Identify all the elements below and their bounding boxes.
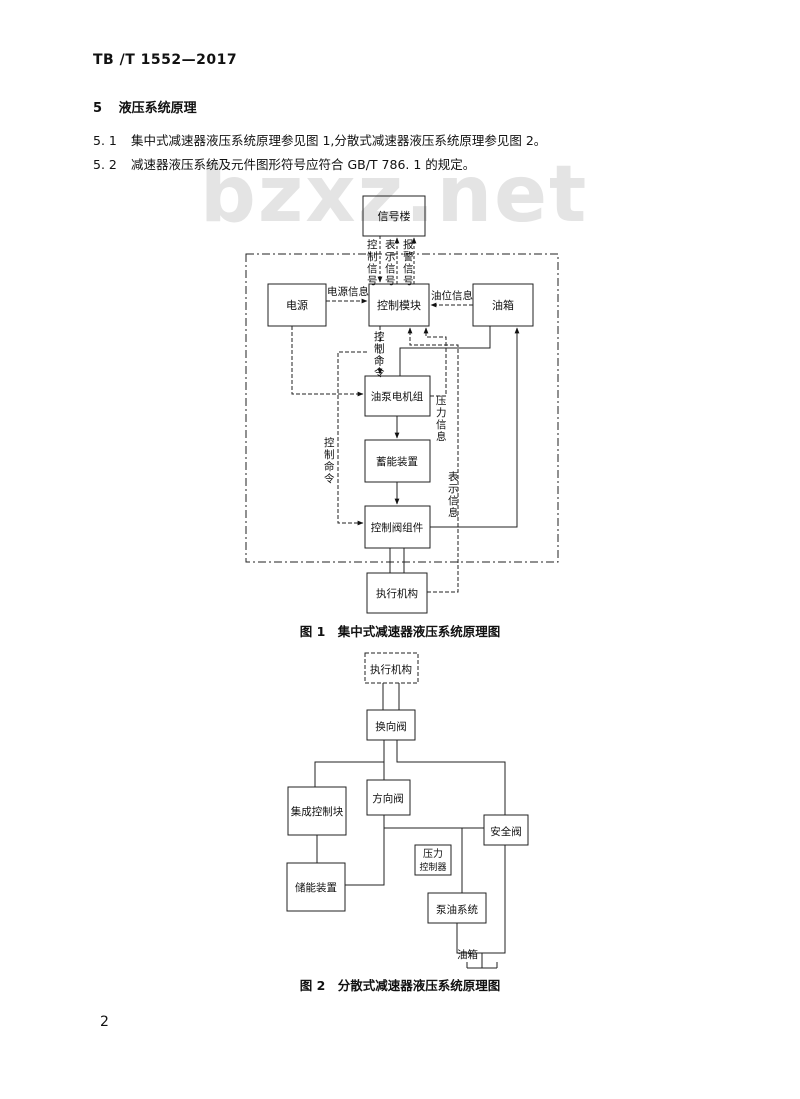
signal-building-box [362, 195, 426, 237]
accumulator-label: 蓄能装置 [376, 455, 418, 468]
valve-assembly-label: 控制阀组件 [371, 521, 424, 534]
oil-tank-label: 油箱 [492, 298, 514, 312]
power-box [267, 283, 327, 327]
figure-2-caption: 图 2 分散式减速器液压系统原理图 [300, 978, 501, 993]
pressure-info-label: 压力信息 [436, 395, 447, 443]
power-info-label: 电源信息 [327, 285, 369, 298]
directional-valve-label: 方向阀 [372, 792, 404, 805]
paragraph-number: 5. 1 [93, 133, 117, 148]
paragraph-number: 5. 2 [93, 157, 117, 172]
indication-signal-label: 表示信号 [385, 238, 396, 287]
control-module-box [368, 283, 430, 327]
actuator-label: 执行机构 [376, 587, 418, 600]
power-label: 电源 [286, 298, 308, 312]
pump-system-label: 泵油系统 [436, 903, 478, 916]
storage-device-box [286, 862, 346, 912]
reversing-valve-label: 换向阀 [375, 720, 407, 733]
signal-building-label: 信号楼 [378, 209, 411, 223]
paragraph-text: 减速器液压系统及元件图形符号应符合 GB/T 786. 1 的规定。 [130, 157, 476, 172]
directional-valve-box [366, 779, 411, 816]
storage-device-label: 储能装置 [295, 881, 337, 894]
control-signal-label: 控制信号 [367, 238, 378, 287]
reversing-valve-box [366, 709, 416, 741]
safety-valve-label: 安全阀 [490, 825, 522, 838]
alarm-signal-label: 报警信号 [403, 238, 414, 287]
pressure-controller-label-2: 控制器 [419, 861, 446, 873]
section-heading: 5 液压系统原理 [93, 97, 197, 116]
f2-oil-tank-label: 油箱 [457, 948, 478, 961]
actuator-box [366, 572, 428, 614]
system-boundary-frame [245, 253, 559, 563]
control-command-label-a: 控制命令 [374, 330, 385, 379]
section-title: 液压系统原理 [118, 101, 197, 116]
control-module-label: 控制模块 [377, 298, 421, 312]
f2-actuator-label: 执行机构 [370, 663, 412, 676]
integrated-block-label: 集成控制块 [291, 805, 344, 818]
section-number: 5 [93, 101, 103, 116]
pump-motor-label: 油泵电机组 [371, 390, 424, 403]
page-number: 2 [100, 1014, 109, 1030]
paragraph-text: 集中式减速器液压系统原理参见图 1,分散式减速器液压系统原理参见图 2。 [130, 133, 547, 148]
control-command-label-b: 控制命令 [324, 436, 335, 485]
paragraph-5-2: 5. 2 减速器液压系统及元件图形符号应符合 GB/T 786. 1 的规定。 [93, 154, 475, 173]
pressure-controller-label-1: 压力 [423, 847, 443, 860]
figure-1-caption: 图 1 集中式减速器液压系统原理图 [300, 624, 501, 639]
document-id-header: TB /T 1552—2017 [93, 52, 238, 68]
safety-valve-box [483, 814, 529, 846]
indication-info-label: 表示信息 [448, 470, 459, 519]
oil-level-info-label: 油位信息 [431, 289, 473, 302]
pressure-controller-box [414, 844, 452, 876]
watermark: bzxz.net [200, 150, 589, 240]
paragraph-5-1: 5. 1 集中式减速器液压系统原理参见图 1,分散式减速器液压系统原理参见图 2… [93, 130, 546, 149]
f2-actuator-box [364, 652, 419, 684]
